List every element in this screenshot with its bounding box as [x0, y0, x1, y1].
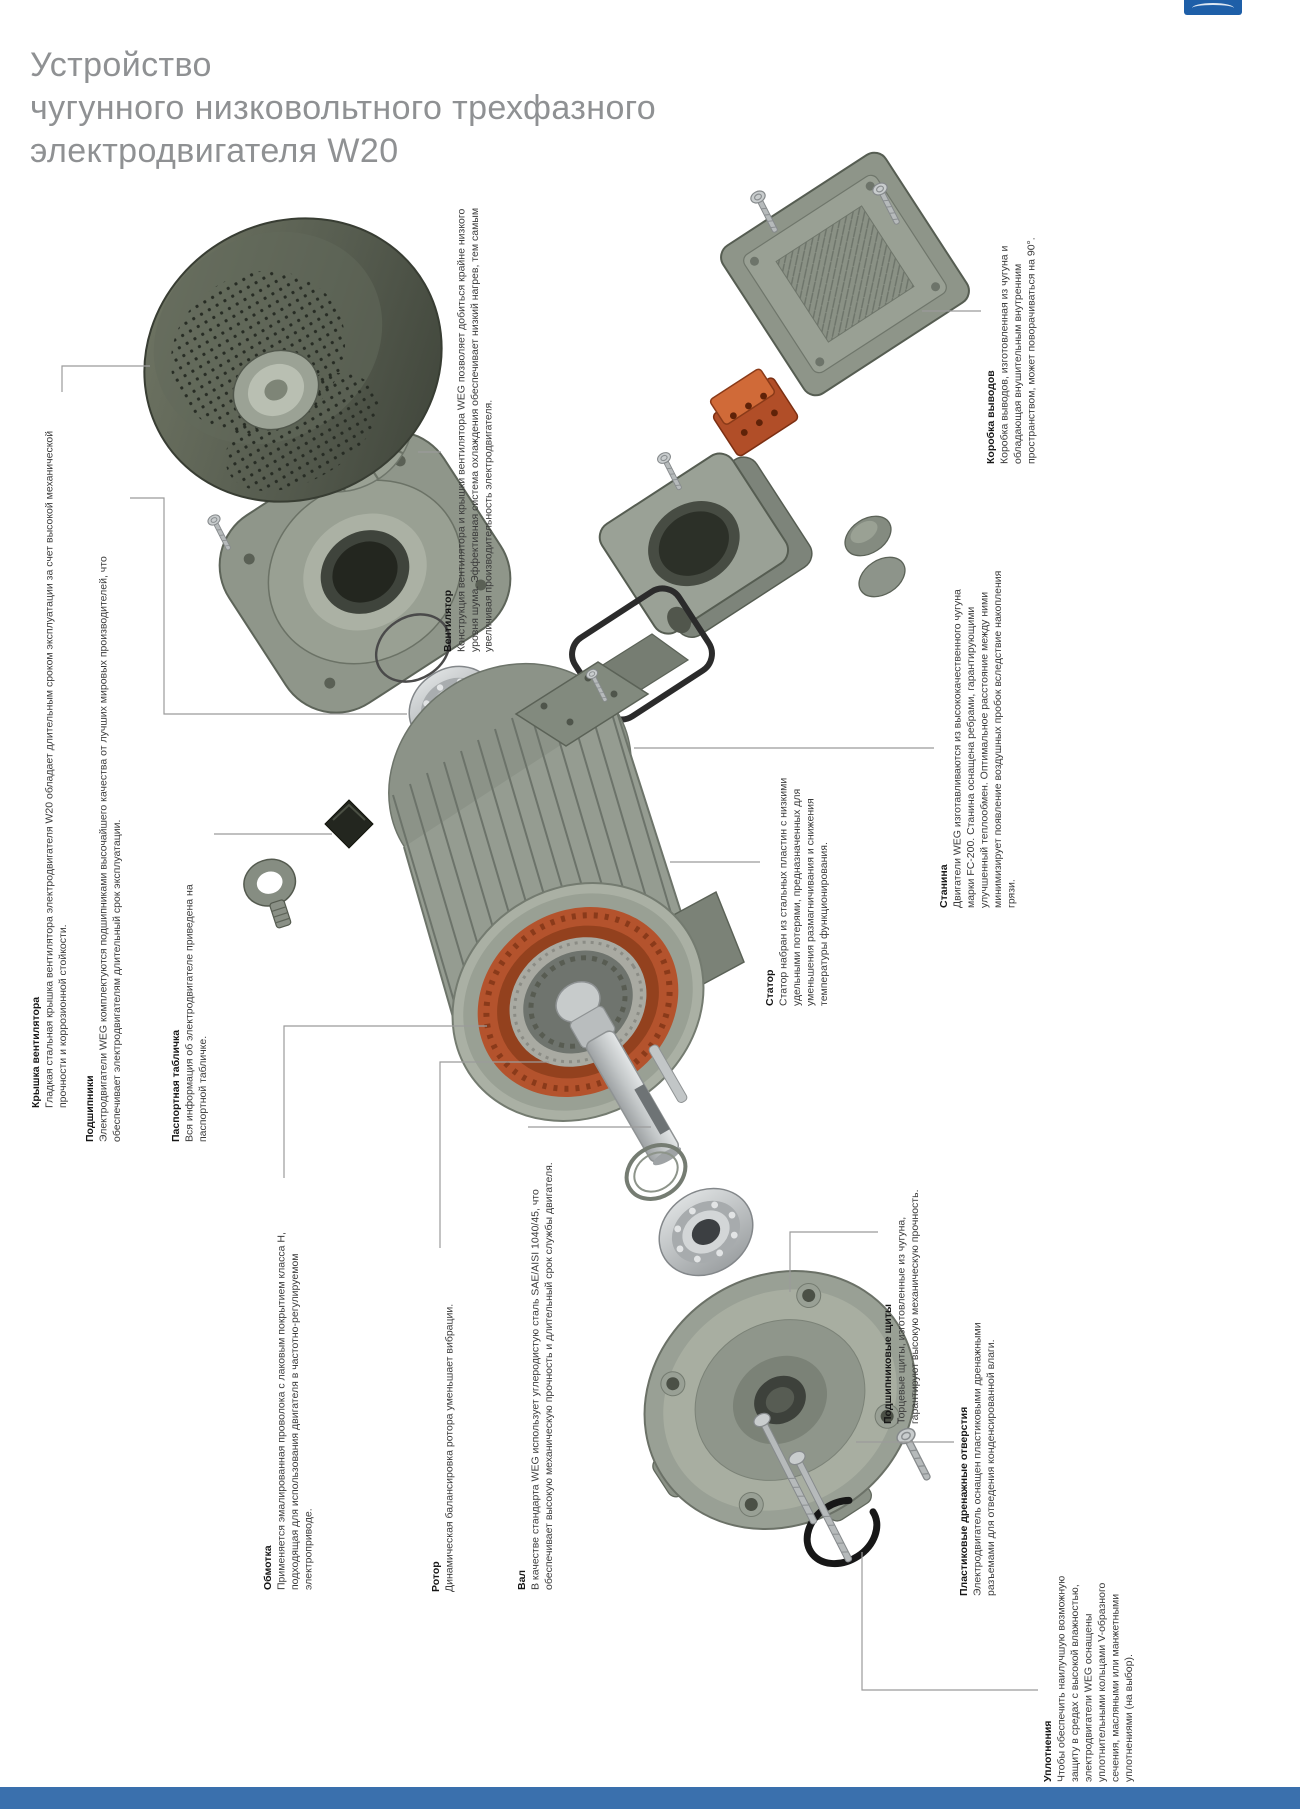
label-stator-title: Статор	[764, 969, 776, 1006]
label-fan-cover-body: Гладкая стальная крышка вентилятора элек…	[43, 430, 70, 1108]
callout-bearings	[130, 497, 407, 715]
label-fan-cover: Крышка вентилятора Гладкая стальная крыш…	[30, 396, 71, 1108]
page-title: Устройство чугунного низковольтного трех…	[30, 44, 656, 173]
label-terminal-box-title: Коробка выводов	[985, 370, 997, 464]
label-frame-title: Станина	[938, 864, 950, 908]
bearing-rear-part	[658, 1187, 754, 1277]
label-bearings-title: Подшипники	[84, 1075, 96, 1142]
label-bearings: Подшипники Электродвигатели WEG комплект…	[84, 492, 125, 1142]
endshield-part	[643, 1270, 917, 1530]
label-bearings-body: Электродвигатели WEG комплектуются подши…	[97, 556, 124, 1142]
title-line-2: чугунного низковольтного трехфазного	[30, 89, 657, 127]
label-endshields: Подшипниковые щиты Торцевые щиты, изгото…	[882, 1166, 923, 1425]
label-drains: Пластиковые дренажные отверстия Электрод…	[958, 1296, 999, 1596]
label-fan: Вентилятор Конструкция вентилятора и кры…	[442, 200, 496, 652]
label-nameplate-body: Вся информация об электродвигателе приве…	[183, 884, 210, 1142]
cable-gland-plugs-part	[844, 515, 906, 598]
nameplate-part	[324, 799, 374, 849]
label-fan-cover-title: Крышка вентилятора	[30, 996, 42, 1108]
terminal-block-part	[709, 368, 799, 457]
title-line-1: Устройство	[30, 46, 212, 84]
label-stator: Статор Статор набран из стальных пластин…	[764, 746, 832, 1006]
wave-washer-part	[624, 1143, 688, 1201]
callout-lines	[61, 310, 1038, 1691]
label-seals-body: Чтобы обеспечить наилучшую возможную защ…	[1055, 1575, 1136, 1782]
callout-winding	[283, 1025, 487, 1178]
label-shaft-body: В качестве стандарта WEG использует угле…	[529, 1162, 556, 1590]
label-terminal-box: Коробка выводов Коробка выводов, изготов…	[985, 216, 1039, 464]
weg-logo	[1184, 0, 1242, 15]
label-frame: Станина Двигатели WEG изготавливаются из…	[938, 560, 1019, 908]
shaft-part	[569, 1005, 682, 1166]
label-drains-title: Пластиковые дренажные отверстия	[958, 1406, 970, 1596]
label-seals-title: Уплотнения	[1042, 1720, 1054, 1782]
label-rotor-title: Ротор	[430, 1561, 442, 1592]
label-nameplate: Паспортная табличка Вся информация об эл…	[170, 842, 211, 1142]
label-fan-body: Конструкция вентилятора и крышки вентиля…	[455, 207, 495, 652]
label-shaft: Вал В качестве стандарта WEG использует …	[516, 1132, 557, 1590]
o-ring-part	[374, 613, 452, 683]
callout-rotor	[439, 1061, 549, 1248]
callout-fan-cover	[61, 365, 150, 392]
shaft-key-part	[648, 1044, 688, 1103]
callout-seals	[861, 1552, 1038, 1691]
label-frame-body: Двигатели WEG изготавливаются из высокок…	[951, 570, 1018, 908]
label-drains-body: Электродвигатель оснащен пластиковыми др…	[971, 1322, 998, 1596]
fan-cover-part	[143, 217, 443, 503]
label-endshields-title: Подшипниковые щиты	[882, 1304, 894, 1424]
label-winding-body: Применяется эмалированная проволока с ла…	[275, 1232, 315, 1590]
terminal-box-cover-part	[720, 151, 970, 397]
footer-bar	[0, 1787, 1300, 1809]
label-terminal-box-body: Коробка выводов, изготовленная из чугуна…	[998, 237, 1038, 464]
label-rotor-body: Динамическая балансировка ротора уменьша…	[443, 1303, 456, 1592]
label-stator-body: Статор набран из стальных пластин с низк…	[777, 777, 831, 1006]
label-fan-title: Вентилятор	[442, 590, 454, 652]
label-rotor: Ротор Динамическая балансировка ротора у…	[430, 1252, 457, 1592]
title-line-3: электродвигателя W20	[30, 132, 399, 170]
label-endshields-body: Торцевые щиты, изготовленные из чугуна, …	[895, 1189, 922, 1425]
eyebolt-part	[243, 858, 297, 929]
label-seals: Уплотнения Чтобы обеспечить наилучшую во…	[1042, 1556, 1137, 1782]
callout-endshields	[789, 1231, 878, 1292]
label-shaft-title: Вал	[516, 1569, 528, 1590]
label-winding-title: Обмотка	[262, 1545, 274, 1590]
terminal-box-part	[598, 452, 813, 638]
label-winding: Обмотка Применяется эмалированная провол…	[262, 1182, 316, 1590]
label-nameplate-title: Паспортная табличка	[170, 1029, 182, 1142]
